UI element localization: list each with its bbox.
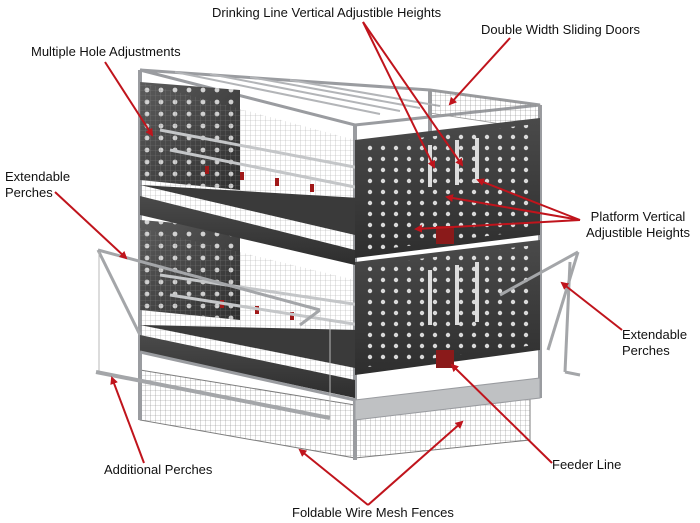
label-extendable-left-line1: Extendable <box>5 169 71 184</box>
arrow-platform-1 <box>476 178 581 221</box>
callout-arrows <box>54 21 623 506</box>
arrow-drinking-1 <box>362 21 435 169</box>
label-multiple-hole: Multiple Hole Adjustments <box>31 44 181 59</box>
arrow-extendable-right <box>560 281 623 331</box>
extendable-perch-left <box>96 248 321 336</box>
label-double-doors: Double Width Sliding Doors <box>481 22 640 37</box>
feeder-trough-lower <box>436 350 454 368</box>
extendable-perch-right <box>499 250 580 373</box>
label-extendable-left-line2: Perches <box>5 185 53 200</box>
label-extendable-right-line2: Perches <box>622 343 670 358</box>
arrow-multiple-hole <box>104 61 154 137</box>
label-platform-line2: Adjustible Heights <box>585 225 691 240</box>
label-feeder-line: Feeder Line <box>552 457 622 472</box>
label-drinking-line: Drinking Line Vertical Adjustible Height… <box>212 5 442 20</box>
arrow-additional-perches <box>110 376 145 464</box>
label-additional-perches: Additional Perches <box>104 462 213 477</box>
label-foldable-fences: Foldable Wire Mesh Fences <box>292 505 454 520</box>
arrow-platform-3 <box>414 219 581 233</box>
arrow-foldable-1 <box>298 448 369 506</box>
label-extendable-right-line1: Extendable <box>622 327 688 342</box>
arrow-drinking-2 <box>362 21 464 167</box>
arrow-double-doors <box>448 37 511 106</box>
cage-illustration <box>95 68 581 460</box>
feeder-trough-upper <box>436 226 454 244</box>
arrow-platform-2 <box>445 194 581 221</box>
label-platform-line1: Platform Vertical <box>590 209 686 224</box>
label-extendable-left: Extendable Perches <box>5 169 70 201</box>
label-extendable-right: Extendable Perches <box>622 327 687 359</box>
label-platform: Platform Vertical Adjustible Heights <box>583 209 693 241</box>
arrow-extendable-left <box>54 191 128 260</box>
additional-perch-bar <box>95 370 331 420</box>
arrow-feeder-line <box>450 363 553 464</box>
arrow-foldable-2 <box>367 420 464 506</box>
